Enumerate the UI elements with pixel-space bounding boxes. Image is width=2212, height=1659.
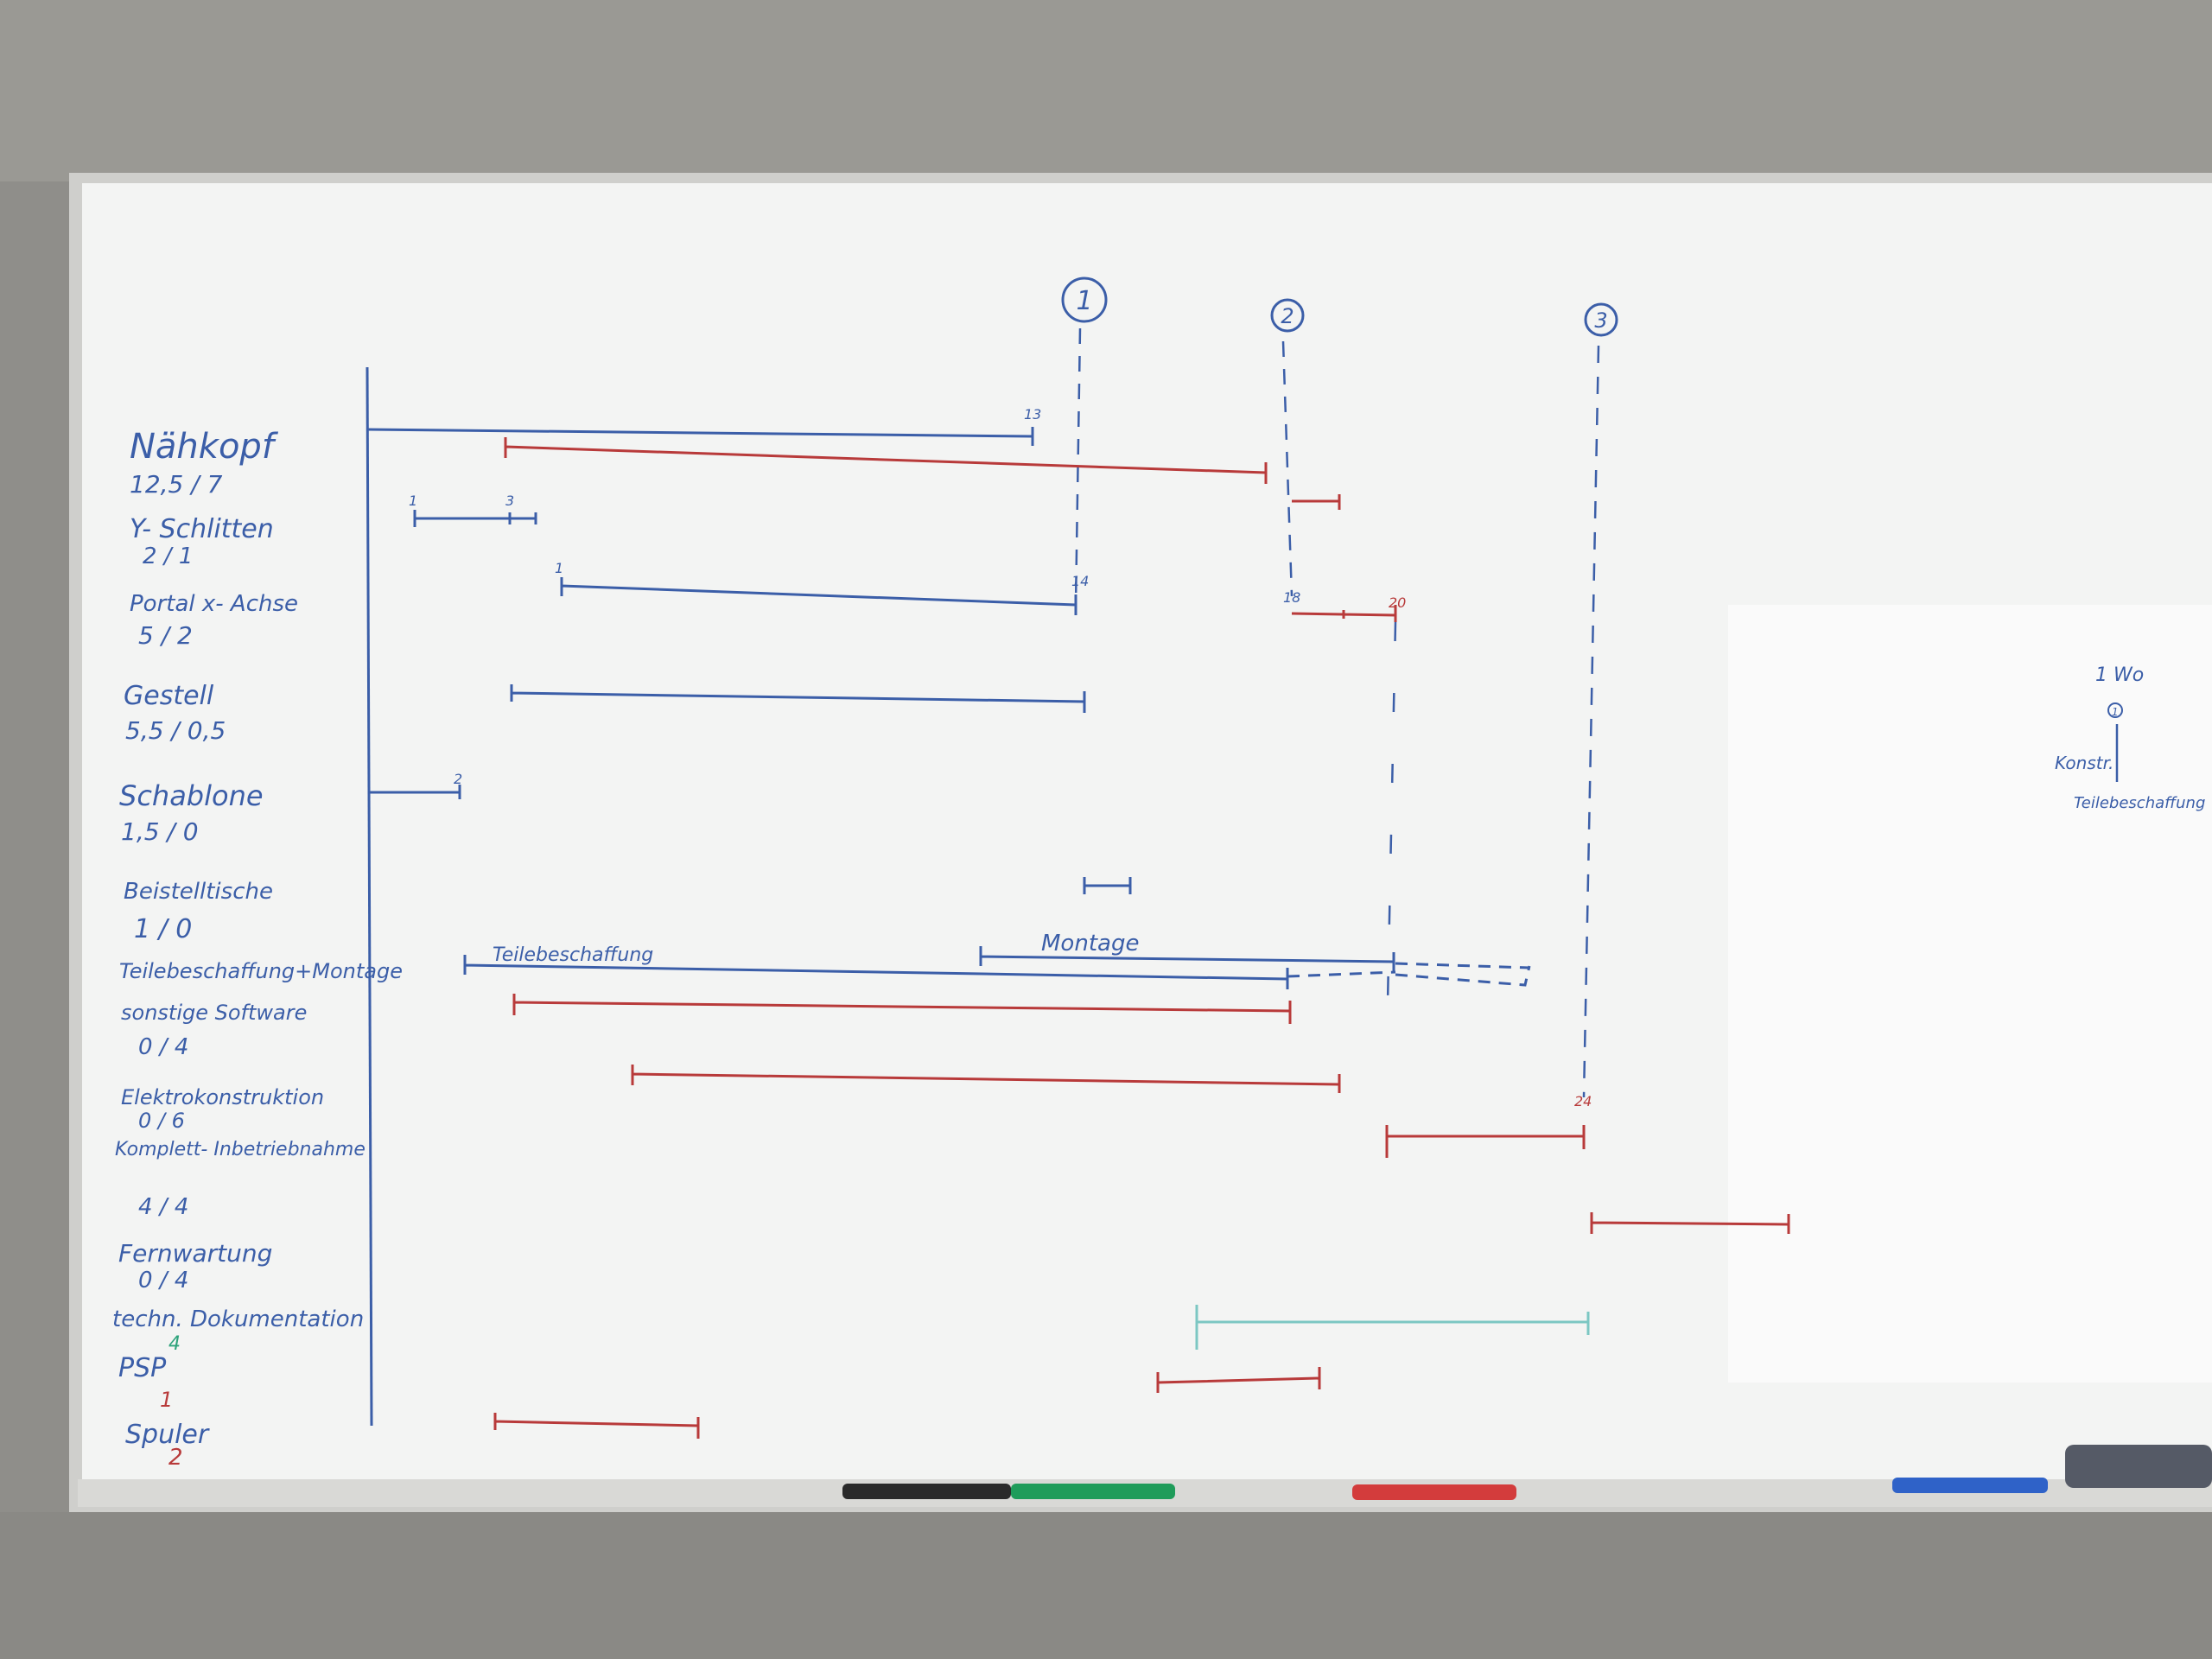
row-name: Beistelltische — [124, 879, 273, 905]
tick-label: 14 — [1071, 573, 1089, 589]
bar-psp — [1156, 1367, 1321, 1393]
marker-black — [842, 1484, 1011, 1499]
milestone-circle — [1584, 302, 1618, 337]
milestone-circle — [1270, 298, 1305, 333]
row-name: PSP — [118, 1353, 167, 1383]
row-name: Portal x- Achse — [130, 591, 298, 617]
eraser — [2065, 1445, 2212, 1488]
tick-label: 2 — [454, 771, 462, 787]
row-name: Elektrokonstruktion — [121, 1085, 324, 1109]
bar-naehkopf-red-2 — [1292, 494, 1341, 510]
bar-label-montage: Montage — [1041, 931, 1139, 957]
tick-label: 1 — [555, 560, 563, 576]
row-name: Nähkopf — [130, 427, 279, 467]
tick-label: 13 — [1024, 406, 1041, 423]
tick-label: 1 — [409, 493, 417, 509]
row-numbers: 1,5 / 0 — [121, 817, 199, 846]
bar-beistelltische — [1083, 877, 1132, 894]
side-note-line2: Teilebeschaffung — [2074, 794, 2205, 812]
glare — [1728, 605, 2212, 1382]
bar-y-schlitten — [413, 510, 537, 527]
milestone-label: 2 — [1281, 304, 1294, 328]
milestone-line — [1582, 345, 1600, 1098]
row-numbers: 4 / 4 — [138, 1194, 188, 1220]
row-name: Y- Schlitten — [130, 514, 274, 544]
row-numbers: 0 / 4 — [138, 1268, 188, 1294]
row-name: Fernwartung — [118, 1239, 272, 1268]
row-numbers: 1 / 0 — [134, 914, 192, 944]
side-note-line1: Konstr. — [2055, 753, 2113, 773]
milestone-label: 3 — [1594, 308, 1607, 333]
tick-label: 3 — [505, 493, 514, 509]
row-name: Teilebeschaffung+Montage — [119, 959, 403, 983]
milestone-circle — [1061, 276, 1108, 323]
bar-dokumentation — [1195, 1305, 1590, 1350]
bar-portal-red — [1291, 605, 1397, 622]
tick-label: 24 — [1574, 1093, 1592, 1109]
marker-red — [1352, 1484, 1516, 1500]
row-numbers: 5 / 2 — [138, 621, 193, 650]
row-name: techn. Dokumentation — [112, 1306, 364, 1332]
side-note-circle — [2107, 702, 2123, 718]
bar-fernwartung — [1590, 1212, 1790, 1234]
side-note: 1 Wo 1 Konstr. Teilebeschaffung — [2055, 664, 2205, 812]
row-name: Spuler — [125, 1420, 210, 1450]
row-name: Gestell — [124, 681, 214, 711]
bar-montage — [979, 946, 1395, 972]
milestone-3: 3 — [1582, 302, 1618, 1098]
milestone-line — [1281, 340, 1294, 597]
row-numbers: 4 — [168, 1333, 181, 1355]
bar-elektro — [631, 1065, 1341, 1093]
row-name: sonstige Software — [121, 1001, 307, 1025]
bar-teilebeschaffung — [463, 955, 1289, 989]
side-note-mark: 1 — [2112, 706, 2119, 718]
row-numbers: 0 / 4 — [138, 1034, 188, 1060]
row-numbers: 12,5 / 7 — [130, 470, 223, 499]
row-name: Schablone — [119, 779, 264, 812]
marker-blue — [1892, 1478, 2048, 1493]
wall-upper — [0, 0, 2212, 181]
tick-labels: 13 1 3 1 14 18 20 2 24 — [409, 406, 1592, 1109]
row-numbers: 0 / 6 — [138, 1109, 185, 1133]
bar-schablone — [370, 785, 461, 799]
milestone-label: 1 — [1076, 286, 1092, 316]
bar-montage-dashed — [1287, 962, 1531, 987]
tick-label: 18 — [1283, 589, 1300, 606]
bar-gestell — [510, 684, 1086, 713]
time-axis — [365, 366, 373, 1427]
row-labels: Nähkopf 12,5 / 7 Y- Schlitten 2 / 1 Port… — [112, 427, 403, 1471]
side-note-title: 1 Wo — [2095, 664, 2144, 686]
row-numbers: 1 — [160, 1388, 173, 1412]
gantt-bars — [366, 427, 1790, 1439]
milestone-2: 2 — [1270, 298, 1305, 597]
tick-label: 20 — [1389, 594, 1406, 611]
bar-naehkopf-blue — [366, 427, 1034, 446]
wall-lower — [0, 1512, 2212, 1659]
row-numbers: 5,5 / 0,5 — [125, 716, 226, 745]
row-numbers: 2 / 1 — [143, 543, 193, 569]
bar-portal-blue — [560, 577, 1077, 615]
row-name: Komplett- Inbetriebnahme — [115, 1139, 365, 1160]
bar-label-teile: Teilebeschaffung — [493, 944, 653, 966]
bar-naehkopf-red — [504, 437, 1268, 484]
row-numbers: 2 — [168, 1445, 183, 1471]
bar-software — [512, 994, 1292, 1024]
bar-spuler — [493, 1413, 700, 1439]
bar-inbetriebnahme — [1385, 1125, 1586, 1158]
marker-green — [1011, 1484, 1175, 1499]
markers — [842, 1445, 2212, 1500]
